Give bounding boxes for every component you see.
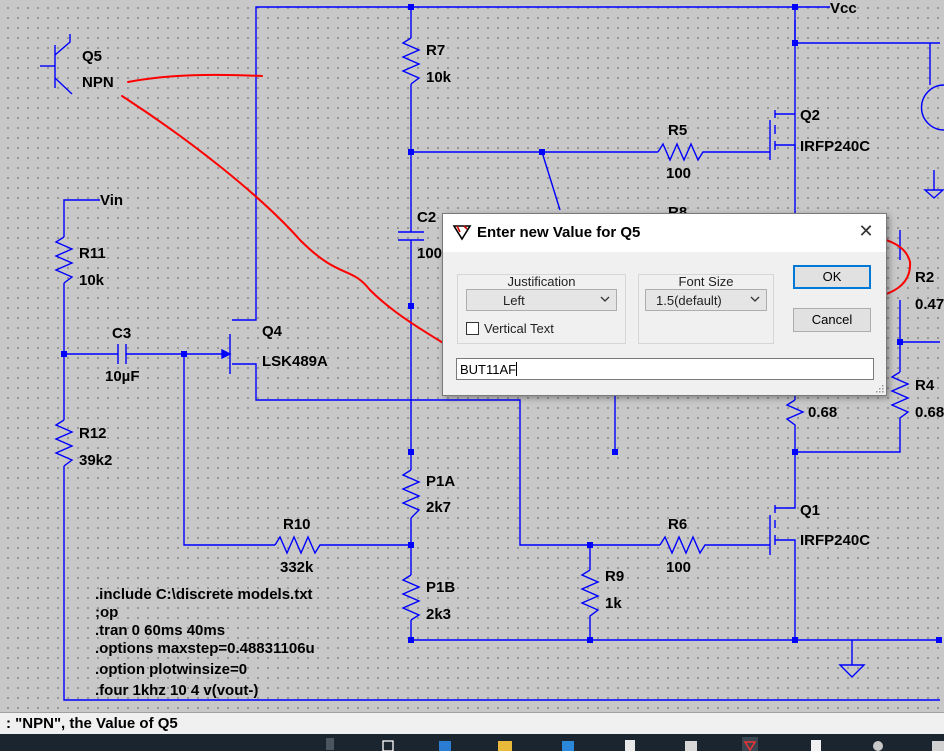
directive-line[interactable]: ;op [95,604,118,621]
r9-name[interactable]: R9 [605,568,624,585]
value-input[interactable]: BUT11AF [456,358,874,380]
ok-button[interactable]: OK [793,265,871,289]
junctions [61,4,942,643]
r12-name[interactable]: R12 [79,425,107,442]
resize-grip-icon[interactable] [874,383,884,393]
vin-label[interactable]: Vin [100,192,123,209]
r2-name[interactable]: R2 [915,269,934,286]
r10-value[interactable]: 332k [280,559,314,576]
store-icon[interactable] [560,737,576,751]
spice-directives[interactable]: .include C:\discrete models.txt ;op .tra… [95,586,315,699]
justification-value: Left [503,293,525,308]
c2-name[interactable]: C2 [417,209,436,226]
chevron-down-icon [600,296,610,302]
status-bar: : "NPN", the Value of Q5 [0,712,944,734]
r5-name[interactable]: R5 [668,122,687,139]
file-explorer-icon[interactable] [497,737,513,751]
r11-name[interactable]: R11 [79,245,106,262]
enter-value-dialog[interactable]: Enter new Value for Q5 ✕ Justification L… [442,213,887,396]
r10-name[interactable]: R10 [283,516,311,533]
ltspice-taskbar-icon[interactable] [742,737,758,751]
r9-value[interactable]: 1k [605,595,622,612]
ltspice-icon [452,225,472,241]
justification-group: Justification Left [457,274,626,344]
edge-icon[interactable] [437,737,453,751]
c3-value[interactable]: 10µF [105,368,140,385]
r4-name[interactable]: R4 [915,377,935,394]
directive-line[interactable]: .four 1khz 10 4 v(vout-) [95,682,258,699]
justification-label: Justification [507,274,576,289]
r5-value[interactable]: 100 [666,165,691,182]
document-icon[interactable] [622,737,638,751]
q5-value[interactable]: NPN [82,74,114,91]
font-size-group: Font Size 1.5(default) [638,274,774,344]
p1a-name[interactable]: P1A [426,473,455,490]
text-caret [516,362,518,376]
schematic-drawing[interactable]: Q5 NPN Vcc R7 10k Q2 IRFP240C R5 100 R8 … [0,0,944,712]
cancel-button[interactable]: Cancel [793,308,871,332]
close-icon[interactable]: ✕ [858,221,874,241]
chevron-up-icon[interactable] [325,737,335,751]
p1b-name[interactable]: P1B [426,579,455,596]
r12-value[interactable]: 39k2 [79,452,112,469]
q2-name[interactable]: Q2 [800,107,820,124]
r7-value[interactable]: 10k [426,69,452,86]
r11-value[interactable]: 10k [79,272,105,289]
p1b-value[interactable]: 2k3 [426,606,451,623]
calculator-icon[interactable] [808,737,824,751]
directive-line[interactable]: .include C:\discrete models.txt [95,586,313,603]
r4-value[interactable]: 0.68 [915,404,944,421]
directive-line[interactable]: .options maxstep=0.48831106u [95,640,315,657]
font-size-label: Font Size [678,274,734,289]
font-size-select[interactable]: 1.5(default) [645,289,767,311]
justification-select[interactable]: Left [466,289,617,311]
app-icon-2[interactable] [870,737,886,751]
dialog-title: Enter new Value for Q5 [477,224,641,241]
q2-value[interactable]: IRFP240C [800,138,870,155]
vertical-text-label[interactable]: Vertical Text [484,321,554,336]
windows-taskbar [0,734,944,751]
vertical-text-checkbox[interactable] [466,322,479,335]
r2-value[interactable]: 0.47 [915,296,944,313]
directive-line[interactable]: .option plotwinsize=0 [95,661,247,678]
app-icon-3[interactable] [930,737,944,751]
chevron-down-icon [750,296,760,302]
q5-name[interactable]: Q5 [82,48,102,65]
r6-name[interactable]: R6 [668,516,687,533]
q4-name[interactable]: Q4 [262,323,283,340]
font-size-value: 1.5(default) [656,293,722,308]
task-view-icon[interactable] [380,737,396,751]
value-input-text: BUT11AF [460,362,517,377]
vcc-label[interactable]: Vcc [830,0,857,17]
r7-name[interactable]: R7 [426,42,445,59]
c2-value[interactable]: 100 [417,245,442,262]
c3-name[interactable]: C3 [112,325,131,342]
p1a-value[interactable]: 2k7 [426,499,451,516]
r6-value[interactable]: 100 [666,559,691,576]
r3-value[interactable]: 0.68 [808,404,837,421]
app-icon[interactable] [683,737,699,751]
dialog-titlebar[interactable]: Enter new Value for Q5 ✕ [443,214,886,252]
directive-line[interactable]: .tran 0 60ms 40ms [95,622,225,639]
q1-name[interactable]: Q1 [800,502,820,519]
q1-value[interactable]: IRFP240C [800,532,870,549]
q4-value[interactable]: LSK489A [262,353,328,370]
status-text: : "NPN", the Value of Q5 [6,715,178,732]
